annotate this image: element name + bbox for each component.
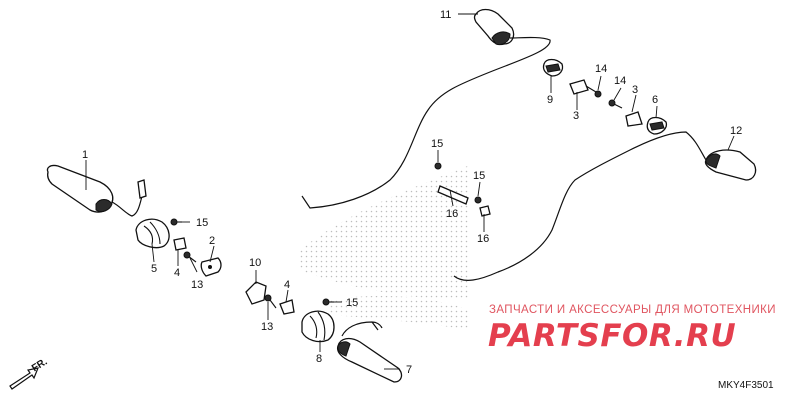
watermark-tagline: ЗАПЧАСТИ И АКСЕССУАРЫ ДЛЯ МОТОТЕХНИКИ xyxy=(489,304,776,316)
callout-2: 2 xyxy=(209,235,215,247)
bracket-3-upper xyxy=(569,79,602,98)
diagram-code: MKY4F3501 xyxy=(718,380,774,391)
callout-14-upper: 14 xyxy=(595,63,607,75)
callout-16-right: 16 xyxy=(477,233,489,245)
callout-12: 12 xyxy=(730,125,742,137)
turn-signal-cable-upper xyxy=(301,36,551,209)
callouts: 1 2 4 5 13 15 10 4 13 15 8 7 11 9 3 14 1… xyxy=(82,9,742,376)
callout-13-center: 13 xyxy=(261,321,273,333)
callout-13-front: 13 xyxy=(191,279,203,291)
callout-11: 11 xyxy=(440,9,451,21)
rubber-mount-front xyxy=(135,218,170,249)
front-direction-arrow-icon xyxy=(9,367,39,390)
callout-14-right: 14 xyxy=(614,75,626,87)
grommet-9 xyxy=(542,58,564,77)
front-left-turn-signal xyxy=(46,164,147,217)
rear-right-turn-signal xyxy=(704,149,757,181)
callout-8: 8 xyxy=(316,353,322,365)
callout-3-upper: 3 xyxy=(573,110,579,122)
callout-16-left: 16 xyxy=(446,208,458,220)
callout-15-front: 15 xyxy=(196,217,208,229)
callout-4-center: 4 xyxy=(284,279,290,291)
turn-signal-cable-lower xyxy=(453,131,707,281)
callout-10: 10 xyxy=(249,257,261,269)
callout-1: 1 xyxy=(82,149,88,161)
rear-left-turn-signal xyxy=(336,321,403,383)
front-right-turn-signal xyxy=(473,8,515,46)
right-hardware xyxy=(608,99,668,135)
background-wing-logo xyxy=(300,165,470,330)
callout-9: 9 xyxy=(547,94,553,106)
rubber-mount-center xyxy=(301,298,335,343)
watermark-brand: PARTSFOR.RU xyxy=(488,318,737,354)
callout-4-front: 4 xyxy=(174,267,180,279)
callout-3-right: 3 xyxy=(632,84,638,96)
center-left-hardware xyxy=(245,281,295,315)
front-hardware xyxy=(170,218,222,277)
callout-15-center: 15 xyxy=(346,297,358,309)
callout-15-upper-center: 15 xyxy=(431,138,443,150)
center-clamps xyxy=(434,162,491,217)
callout-5: 5 xyxy=(151,263,157,275)
callout-7: 7 xyxy=(406,364,412,376)
callout-6: 6 xyxy=(652,94,658,106)
leader-lines xyxy=(85,13,735,370)
callout-15-right-center: 15 xyxy=(473,170,485,182)
